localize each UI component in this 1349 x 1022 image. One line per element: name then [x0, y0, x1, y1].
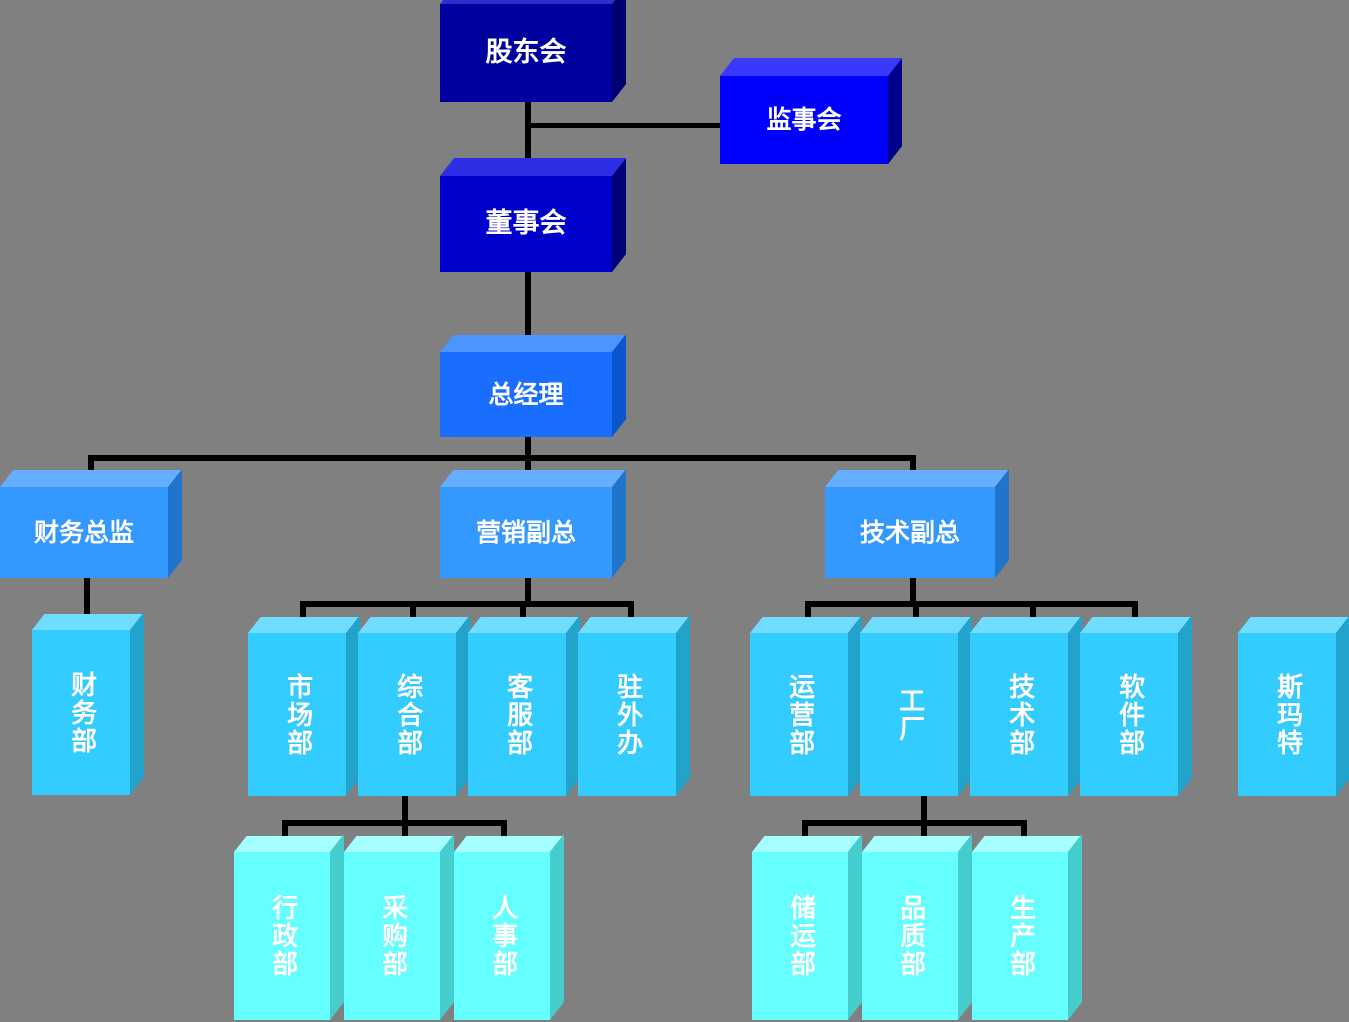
connector-board-gm [525, 272, 531, 350]
node-marketing-vp[interactable]: 营销副总 [440, 469, 626, 578]
node-cfo[interactable]: 财务总监 [0, 469, 182, 578]
node-label: 监事会 [720, 76, 888, 164]
node-general-manager[interactable]: 总经理 [440, 334, 626, 437]
node-label: 运营部 [750, 633, 848, 796]
connector-gm-bus [88, 455, 916, 461]
node-label: 财务部 [32, 630, 130, 795]
node-production-dept[interactable]: 生产部 [972, 834, 1082, 1020]
node-label: 市场部 [248, 633, 346, 796]
node-factory[interactable]: 工厂 [860, 615, 972, 796]
node-market-dept[interactable]: 市场部 [248, 615, 360, 796]
node-label: 行政部 [234, 852, 330, 1020]
node-label: 储运部 [752, 852, 848, 1020]
node-hr-dept[interactable]: 人事部 [454, 834, 564, 1020]
node-label: 综合部 [358, 633, 456, 796]
connector-cfo-finance [84, 578, 90, 630]
node-purchasing-dept[interactable]: 采购部 [344, 834, 454, 1020]
node-label: 营销副总 [440, 487, 612, 578]
connector-generaldept-stem [402, 796, 408, 824]
node-label: 技术副总 [825, 487, 995, 578]
node-technology-dept[interactable]: 技术部 [970, 615, 1082, 796]
node-finance-dept[interactable]: 财务部 [32, 612, 144, 795]
node-label: 工厂 [860, 633, 958, 796]
node-label: 人事部 [454, 852, 550, 1020]
connector-shareholders-supervisors [525, 123, 725, 128]
connector-factory-bus [802, 820, 1027, 826]
node-general-dept[interactable]: 综合部 [358, 615, 470, 796]
node-label: 总经理 [440, 352, 612, 437]
node-software-dept[interactable]: 软件部 [1080, 615, 1192, 796]
node-warehouse-dept[interactable]: 储运部 [752, 834, 862, 1020]
node-shareholders[interactable]: 股东会 [440, 0, 627, 102]
node-field-office[interactable]: 驻外办 [578, 615, 690, 796]
node-label: 客服部 [468, 633, 566, 796]
node-label: 股东会 [440, 4, 612, 102]
node-label: 斯玛特 [1238, 633, 1336, 796]
connector-gm-stem [525, 437, 531, 459]
node-label: 采购部 [344, 852, 440, 1020]
connector-marketing-stem [525, 578, 531, 606]
node-operations-dept[interactable]: 运营部 [750, 615, 862, 796]
node-quality-dept[interactable]: 品质部 [862, 834, 972, 1020]
connector-tech-bus [805, 601, 1138, 607]
connector-shareholders-stem [525, 100, 531, 175]
node-tech-vp[interactable]: 技术副总 [825, 469, 1009, 578]
node-board[interactable]: 董事会 [440, 158, 627, 272]
node-supervisors[interactable]: 监事会 [720, 58, 903, 164]
node-label: 软件部 [1080, 633, 1178, 796]
connector-tech-stem [910, 578, 916, 606]
node-label: 生产部 [972, 852, 1068, 1020]
connector-factory-stem [921, 796, 927, 824]
connector-generaldept-bus [282, 820, 507, 826]
node-admin-dept[interactable]: 行政部 [234, 834, 344, 1020]
connector-marketing-bus [300, 601, 634, 607]
node-label: 财务总监 [0, 487, 168, 578]
node-label: 技术部 [970, 633, 1068, 796]
node-label: 驻外办 [578, 633, 676, 796]
node-label: 董事会 [440, 176, 612, 272]
node-smart[interactable]: 斯玛特 [1238, 615, 1349, 796]
node-label: 品质部 [862, 852, 958, 1020]
node-service-dept[interactable]: 客服部 [468, 615, 580, 796]
